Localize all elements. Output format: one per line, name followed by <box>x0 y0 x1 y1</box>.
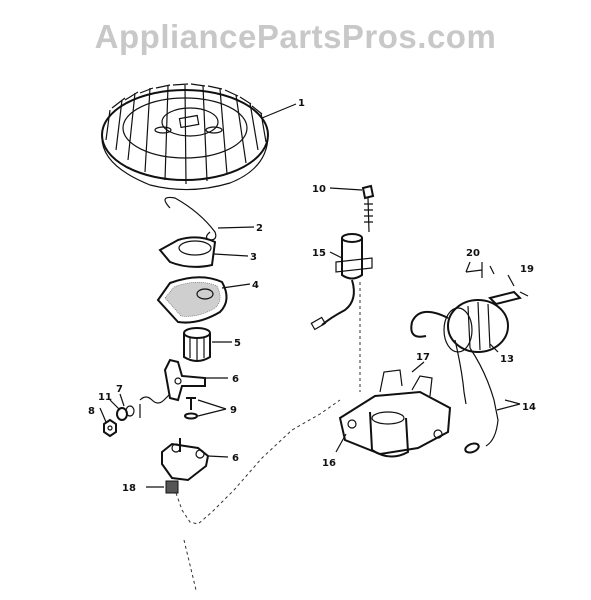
callout-11: 11 <box>98 392 112 403</box>
callout-9: 9 <box>230 405 237 416</box>
wire-path <box>175 399 341 525</box>
part-point-base[interactable] <box>161 438 210 482</box>
part-cam-bushing[interactable] <box>183 327 211 362</box>
callout-3: 3 <box>250 252 257 263</box>
part-spring-clip[interactable] <box>164 196 217 241</box>
callout-1: 1 <box>298 98 305 109</box>
callout-6-lower: 6 <box>232 453 239 464</box>
callout-7: 7 <box>116 384 123 395</box>
part-breaker-cover[interactable] <box>158 236 217 268</box>
part-screw-washer[interactable] <box>184 397 198 420</box>
part-condenser-screw[interactable] <box>361 184 375 233</box>
part-ignition-coil[interactable] <box>410 299 509 454</box>
part-ground-wire[interactable] <box>465 262 495 278</box>
callout-2: 2 <box>256 223 263 234</box>
callout-18: 18 <box>122 483 136 494</box>
part-terminal-block[interactable] <box>165 480 179 494</box>
part-washer[interactable] <box>116 405 135 421</box>
part-condenser[interactable] <box>310 233 373 392</box>
part-coil-bracket[interactable] <box>338 369 452 458</box>
callout-6-upper: 6 <box>232 374 239 385</box>
watermark-text: AppliancePartsPros.com <box>94 18 497 55</box>
callout-17: 17 <box>416 352 430 363</box>
callout-20: 20 <box>466 248 480 259</box>
callout-8: 8 <box>88 406 95 417</box>
callout-5: 5 <box>234 338 241 349</box>
part-gasket[interactable] <box>156 276 228 324</box>
leader-lines <box>99 103 521 488</box>
wire-lead <box>183 539 197 591</box>
part-spring[interactable] <box>139 393 171 418</box>
callout-19: 19 <box>520 264 534 275</box>
callout-15: 15 <box>312 248 326 259</box>
part-breaker-arm[interactable] <box>163 358 206 402</box>
part-flywheel[interactable] <box>101 83 269 191</box>
part-clip[interactable] <box>488 290 529 306</box>
callout-13: 13 <box>500 354 514 365</box>
part-nut[interactable] <box>103 418 117 438</box>
callout-4: 4 <box>252 280 259 291</box>
callout-14: 14 <box>522 402 536 413</box>
callout-10: 10 <box>312 184 326 195</box>
callout-16: 16 <box>322 458 336 469</box>
